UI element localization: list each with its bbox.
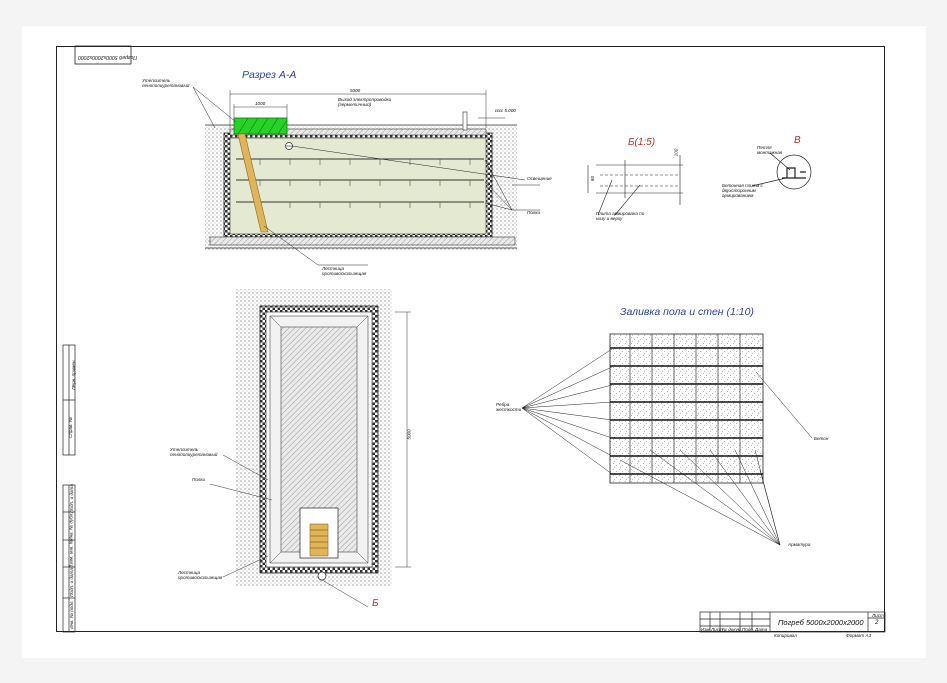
section-aa-dim-vent: 1000 xyxy=(255,101,266,106)
section-aa-dim-total: 5000 xyxy=(350,88,361,93)
plan-insulation-label: Утеплитель пенополиуретановый xyxy=(170,447,218,457)
pour-concrete-label: Бетон xyxy=(814,436,829,441)
strip-cell-7: Инв. № подл. xyxy=(68,600,74,629)
strip-cell-3: Подп. и дата xyxy=(68,484,74,513)
section-aa-title: Разрез А-А xyxy=(242,69,297,81)
pour-rebar-label: Арматура xyxy=(788,542,811,547)
detail-b-title: Б(1:5) xyxy=(628,137,656,148)
title-block-name: Погреб 5000х2000х2000 xyxy=(778,618,864,627)
title-block-copied: Копировал xyxy=(774,633,797,638)
left-strip xyxy=(62,344,76,633)
detail-b-dim1: 100 xyxy=(673,148,679,157)
section-aa-exhaust-label: Выход электропроводки (герметичный) xyxy=(338,97,392,107)
pour-title: Заливка пола и стен (1:10) xyxy=(620,306,754,318)
plan-dim-height: 5000 xyxy=(406,429,412,440)
plan-marker-b: Б xyxy=(372,598,379,609)
detail-b-label: Плита армирована по низу и верху xyxy=(596,211,645,221)
title-block-col-5: Дата xyxy=(755,627,768,632)
strip-cell-5: Взам. инв. № xyxy=(68,539,74,568)
title-block-col-1: Изм xyxy=(701,627,710,632)
plan-ladder-label: Лестница противоскользящая xyxy=(178,570,223,580)
corner-stamp-text: Погреб 5000х2000х2000 xyxy=(78,54,138,60)
drawing-frame xyxy=(56,46,885,632)
section-aa xyxy=(192,86,540,266)
section-aa-shelves-label: Полки xyxy=(527,210,541,215)
detail-v-title: В xyxy=(794,135,801,146)
title-block-col-4: Подп. xyxy=(742,627,755,632)
pour-detail xyxy=(521,333,813,546)
title-block xyxy=(699,611,886,633)
plan-shelves-label: Полки xyxy=(192,477,206,482)
detail-v-slab-label: Бетонная плита с двухсторонним армирован… xyxy=(722,183,763,198)
corner-stamp-box xyxy=(74,45,132,65)
section-aa-insulation-label: Утеплитель пенополиуретановый xyxy=(142,78,190,88)
strip-cell-2: Справ. № xyxy=(67,417,73,438)
section-aa-right-dim: ɛɛɛɛ 5.000 xyxy=(495,108,516,113)
title-block-format: Формат А3 xyxy=(846,633,872,638)
title-block-col-2: Лист xyxy=(711,627,723,632)
strip-cell-4: Инв. № дубл. xyxy=(68,512,74,541)
title-block-sheet-label: Лист xyxy=(872,613,884,618)
title-block-sheet-no: 2 xyxy=(875,620,879,626)
section-aa-ladder-label: Лестница противоскользящая xyxy=(322,266,367,276)
title-block-col-3: № докум. xyxy=(722,627,743,632)
strip-cell-6: Подп. и дата xyxy=(68,568,74,597)
section-aa-lighting-label: Освещение xyxy=(527,176,552,181)
detail-b-dim2: 80 xyxy=(590,175,596,182)
strip-cell-1: Перв. примен. xyxy=(70,359,76,390)
detail-v-loop-label: Петля монтажная xyxy=(757,145,783,155)
plan-view xyxy=(209,289,411,608)
detail-v xyxy=(751,152,812,190)
detail-b xyxy=(587,155,683,216)
pour-ribs-label: Ребра жесткости xyxy=(496,402,522,412)
